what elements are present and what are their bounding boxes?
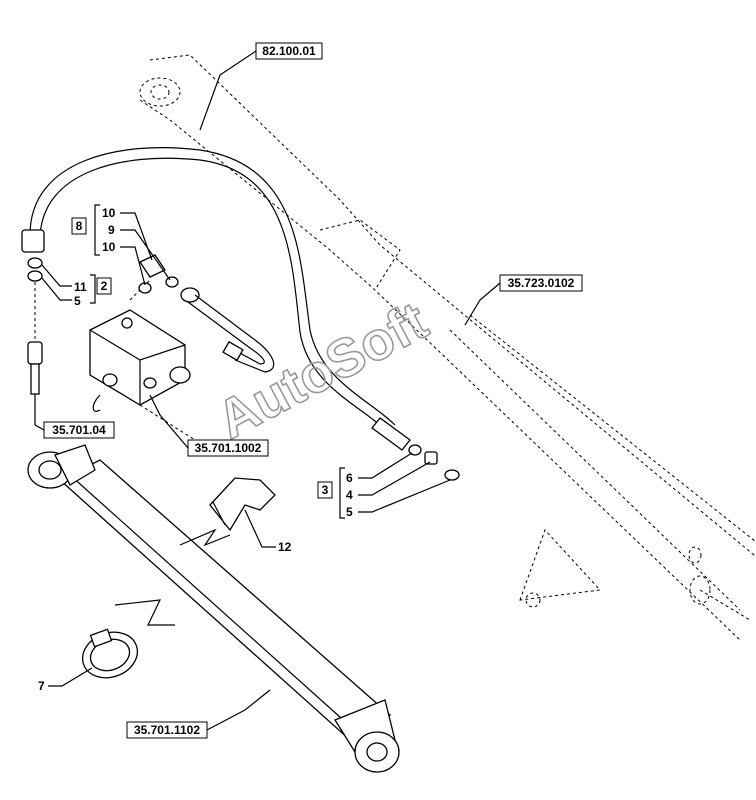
item-12: 12 xyxy=(278,540,292,554)
protector-part xyxy=(209,477,276,532)
group-2[interactable]: 2 11 5 xyxy=(41,264,112,308)
ref-frame[interactable]: 82.100.01 xyxy=(199,42,323,131)
group-8-label: 8 xyxy=(76,219,83,233)
item-7-callout[interactable]: 7 xyxy=(38,667,93,693)
item-10-bottom: 10 xyxy=(102,240,116,254)
group-3-label: 3 xyxy=(322,483,329,497)
item-5-left: 5 xyxy=(74,294,81,308)
adapter-fitting xyxy=(27,341,43,365)
adapter-stem xyxy=(30,363,40,395)
group-3[interactable]: 3 6 4 5 xyxy=(317,452,451,519)
hose-end-fitting-right xyxy=(371,417,411,451)
left-seals xyxy=(27,257,43,425)
ref-valve-label: 35.701.1002 xyxy=(195,441,262,455)
item-5-right: 5 xyxy=(346,505,353,519)
ref-boom-label: 35.723.0102 xyxy=(508,276,575,290)
group-8[interactable]: 8 10 9 10 xyxy=(71,204,171,286)
hydraulic-hose xyxy=(21,147,411,451)
hose-end-fitting xyxy=(21,229,45,253)
item-7: 7 xyxy=(38,679,45,693)
right-fittings xyxy=(408,444,460,481)
ref-cylinder-label: 35.701.1102 xyxy=(134,723,200,737)
o-ring xyxy=(27,270,43,282)
group-2-label: 2 xyxy=(101,279,108,293)
rigid-pipe xyxy=(187,294,275,373)
item-10-top: 10 xyxy=(102,206,116,220)
ref-boom[interactable]: 35.723.0102 xyxy=(464,274,583,326)
item-12-callout[interactable]: 12 xyxy=(244,509,292,554)
item-11: 11 xyxy=(74,280,87,294)
hydraulic-cylinder xyxy=(27,444,400,773)
item-9: 9 xyxy=(108,223,115,237)
valve-block xyxy=(89,279,196,441)
boom-arm xyxy=(139,54,756,641)
valve-fittings xyxy=(138,254,200,303)
item-6: 6 xyxy=(346,471,353,485)
watermark: AutoSoft xyxy=(207,291,436,451)
item-4: 4 xyxy=(346,488,353,502)
hose-clamp xyxy=(81,628,139,679)
ref-fitting-label: 35.701.04 xyxy=(52,423,106,437)
o-ring xyxy=(27,257,43,269)
ref-fitting[interactable]: 35.701.04 xyxy=(34,421,115,439)
ref-cylinder[interactable]: 35.701.1102 xyxy=(126,689,271,739)
ref-valve[interactable]: 35.701.1002 xyxy=(149,394,269,457)
ref-frame-label: 82.100.01 xyxy=(262,44,316,58)
